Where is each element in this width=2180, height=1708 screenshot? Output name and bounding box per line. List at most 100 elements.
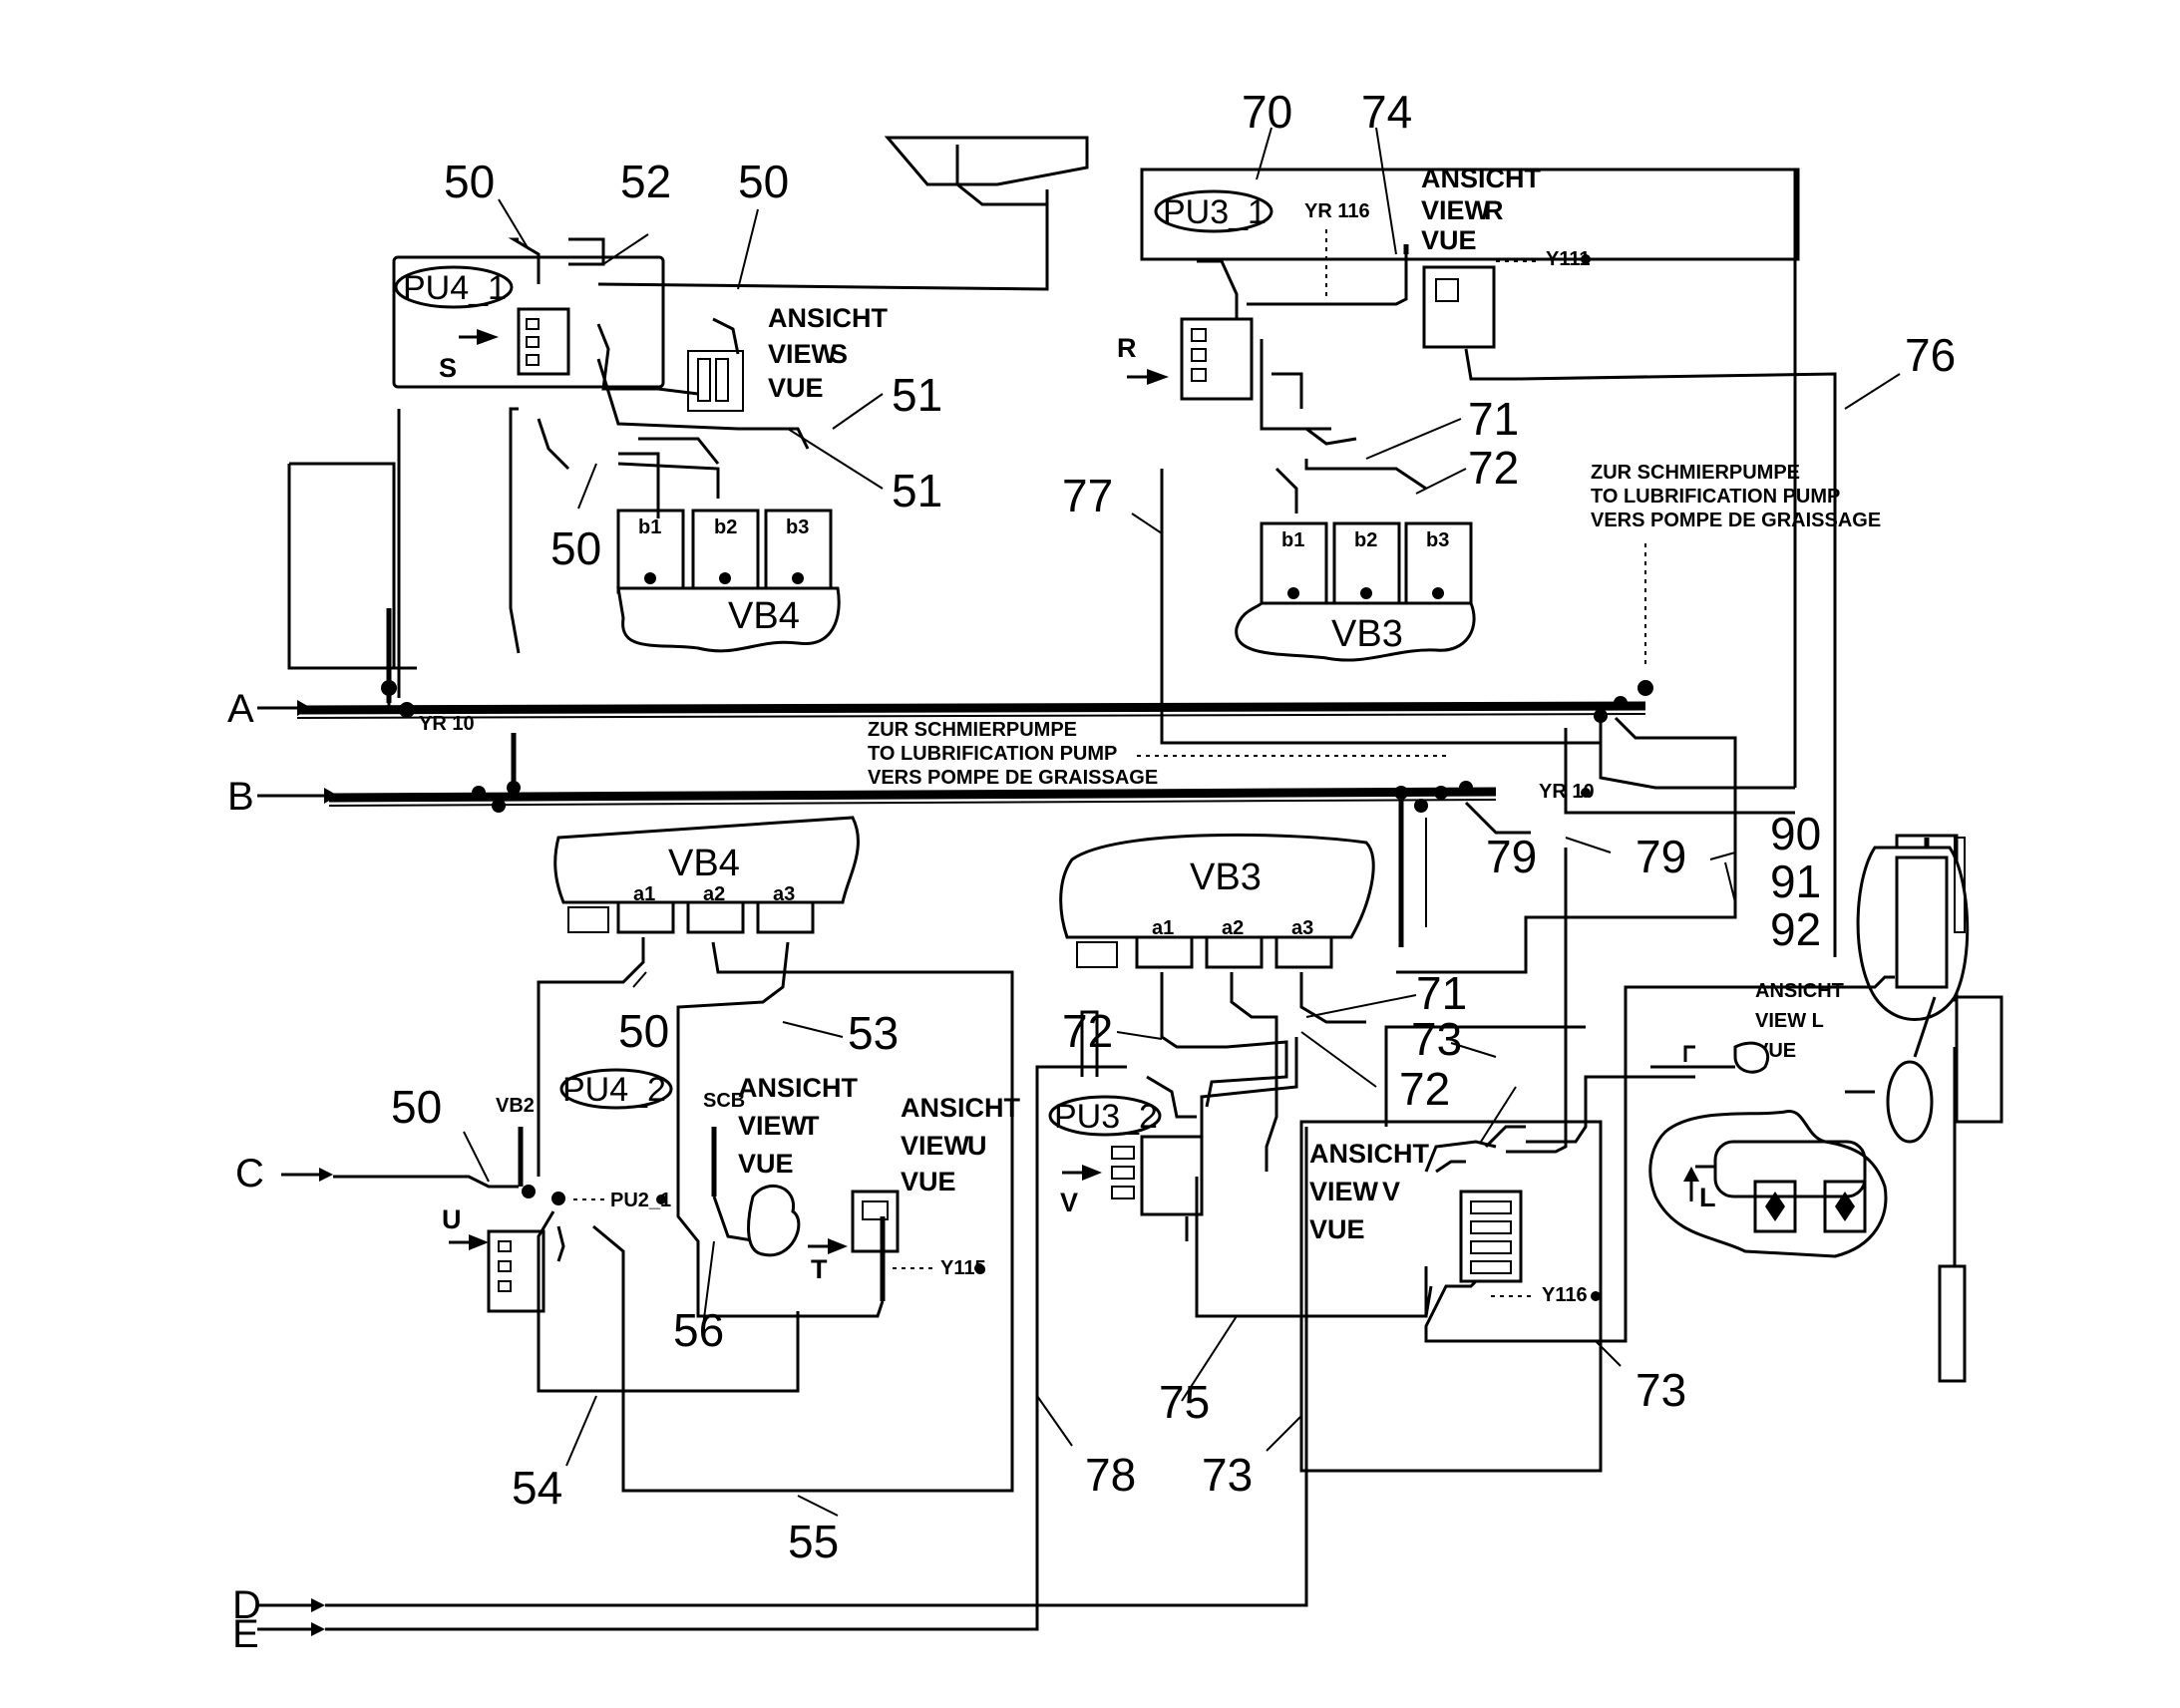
pu3-2-tag: PU3_2 xyxy=(1054,1098,1158,1136)
view-v-view: VIEW xyxy=(1309,1177,1379,1206)
ref-51-a: 51 xyxy=(892,369,942,421)
ref-50-e: 50 xyxy=(391,1081,442,1133)
y115-label: Y115 xyxy=(940,1257,986,1279)
ref-56: 56 xyxy=(673,1304,724,1356)
ref-77: 77 xyxy=(1062,470,1113,521)
vb3-top-port-b3: b3 xyxy=(1426,529,1449,551)
port-label-c: C xyxy=(235,1152,264,1196)
ref-72-c: 72 xyxy=(1062,1005,1113,1057)
pump-note-left-3: VERS POMPE DE GRAISSAGE xyxy=(868,767,1158,789)
port-label-d: D xyxy=(232,1583,261,1627)
vb4-top-port-b3: b3 xyxy=(786,516,809,538)
view-s-letter: S xyxy=(439,353,457,383)
ref-50-a: 50 xyxy=(444,156,495,207)
y116-label: Y116 xyxy=(1542,1284,1588,1306)
view-r-ansicht: ANSICHT xyxy=(1421,164,1542,193)
vb4-bottom-port-a3: a3 xyxy=(773,883,795,905)
view-u-letter: U xyxy=(442,1204,462,1234)
view-r-view-letter: R xyxy=(1484,195,1504,225)
scb-label: SCB xyxy=(703,1090,745,1112)
vb3-top-port-b1: b1 xyxy=(1281,529,1304,551)
view-u-view-letter: U xyxy=(967,1131,987,1161)
ref-74: 74 xyxy=(1361,86,1412,138)
view-u-vue: VUE xyxy=(901,1167,956,1196)
y111-label: Y111 xyxy=(1546,248,1591,270)
vb4-bottom-port-a1: a1 xyxy=(633,883,655,905)
view-u-ansicht: ANSICHT xyxy=(901,1093,1021,1123)
ref-91: 91 xyxy=(1770,855,1821,907)
ref-72-a: 72 xyxy=(1468,442,1519,494)
ref-50-c: 50 xyxy=(550,522,601,574)
yr10-left-label: YR 10 xyxy=(419,713,475,735)
view-s-vue: VUE xyxy=(768,373,824,403)
pu3-1-tag: PU3_1 xyxy=(1163,193,1267,231)
yr10-right-label: YR 10 xyxy=(1539,781,1595,803)
vb3-top-label: VB3 xyxy=(1331,613,1403,655)
yr116-label: YR 116 xyxy=(1304,200,1370,222)
vb4-bottom-label: VB4 xyxy=(668,843,740,884)
port-label-b: B xyxy=(227,775,254,819)
group-view-l: ANSICHT VIEW L VUE L xyxy=(1626,834,2003,1383)
group-pu3-2: YR 10 VB3 a1 a2 a3 PU3_2 V ANSICHT VIEW … xyxy=(1048,781,1695,1473)
vb4-top-label: VB4 xyxy=(728,595,800,637)
ref-75: 75 xyxy=(1159,1376,1210,1428)
ref-92: 92 xyxy=(1770,903,1821,955)
vb3-bottom-port-a3: a3 xyxy=(1291,917,1313,939)
ref-71-b: 71 xyxy=(1416,967,1467,1019)
ref-73-b: 73 xyxy=(1202,1449,1253,1501)
ref-72-b: 72 xyxy=(1399,1063,1450,1115)
port-label-a: A xyxy=(227,687,254,731)
view-v-ansicht: ANSICHT xyxy=(1309,1139,1430,1169)
view-u-view: VIEW xyxy=(901,1131,970,1161)
pu2-1-label: PU2_1 xyxy=(610,1190,671,1211)
ref-53: 53 xyxy=(848,1007,899,1059)
ref-90: 90 xyxy=(1770,808,1821,859)
ref-54: 54 xyxy=(512,1462,562,1514)
ref-50-d: 50 xyxy=(618,1005,669,1057)
ref-71-a: 71 xyxy=(1468,393,1519,445)
ref-70: 70 xyxy=(1242,86,1292,138)
view-v-letter: V xyxy=(1060,1188,1078,1217)
ref-79-a: 79 xyxy=(1486,831,1537,882)
ref-51-b: 51 xyxy=(892,465,942,516)
view-r-letter: R xyxy=(1117,333,1137,363)
group-pu3-1: PU3_1 YR 116 ANSICHT VIEW R VUE Y111 R b… xyxy=(1117,164,1881,974)
pump-note-right-1: ZUR SCHMIERPUMPE xyxy=(1591,462,1800,484)
view-l-letter: L xyxy=(1699,1183,1716,1212)
ref-73-c: 73 xyxy=(1635,1364,1686,1416)
group-pu4-2: YR 10 ZUR SCHMIERPUMPE TO LUBRIFICATION … xyxy=(281,713,1446,1493)
view-t-letter: T xyxy=(811,1254,828,1284)
vb2-label: VB2 xyxy=(496,1095,535,1117)
ref-76: 76 xyxy=(1905,329,1956,381)
view-l-line-1: ANSICHT xyxy=(1755,980,1844,1002)
view-s-view-letter: S xyxy=(830,339,848,369)
view-r-view: VIEW xyxy=(1421,195,1491,225)
reference-numbers: 50 52 50 51 51 50 70 74 76 71 72 77 79 7… xyxy=(391,86,1956,1567)
view-t-vue: VUE xyxy=(738,1149,794,1179)
view-v-view-letter: V xyxy=(1382,1177,1400,1206)
view-t-view: VIEW xyxy=(738,1111,808,1141)
pump-note-right-2: TO LUBRIFICATION PUMP xyxy=(1591,486,1840,508)
view-t-ansicht: ANSICHT xyxy=(738,1073,859,1103)
group-pu4-1: PU4_1 S ANSICHT VIEW S VUE b1 b2 b3 VB4 xyxy=(287,136,1089,718)
view-t-view-letter: T xyxy=(803,1111,820,1141)
pu4-1-tag: PU4_1 xyxy=(403,269,507,307)
ref-79-b: 79 xyxy=(1635,831,1686,882)
vb3-bottom-port-a2: a2 xyxy=(1222,917,1244,939)
view-s-view: VIEW xyxy=(768,339,838,369)
pump-note-left-2: TO LUBRIFICATION PUMP xyxy=(868,743,1117,765)
view-s-ansicht: ANSICHT xyxy=(768,303,889,333)
ref-52: 52 xyxy=(620,156,671,207)
pump-note-right-3: VERS POMPE DE GRAISSAGE xyxy=(1591,510,1881,531)
view-v-vue: VUE xyxy=(1309,1214,1365,1244)
view-r-vue: VUE xyxy=(1421,225,1477,255)
ref-55: 55 xyxy=(788,1516,839,1567)
view-l-line-2: VIEW L xyxy=(1755,1010,1824,1032)
vb4-bottom-port-a2: a2 xyxy=(703,883,725,905)
port-label-e: E xyxy=(232,1612,259,1656)
pu4-2-tag: PU4_2 xyxy=(562,1071,666,1109)
vb3-bottom-label: VB3 xyxy=(1190,856,1262,898)
leader-lines xyxy=(463,127,1901,1517)
ref-50-b: 50 xyxy=(738,156,789,207)
